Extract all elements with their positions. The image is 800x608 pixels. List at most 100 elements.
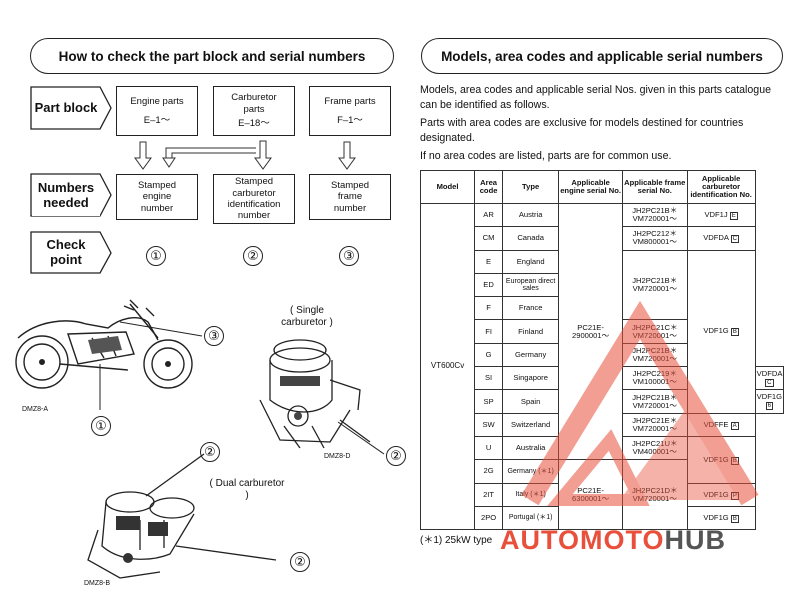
carb-id-cell: VDF1J E <box>686 202 756 228</box>
part-box-code: F–1～ <box>337 115 363 126</box>
single-carb-label: ( Single carburetor ) <box>281 305 333 328</box>
area-code-cell: U <box>474 435 504 461</box>
area-code-cell: AR <box>474 202 504 228</box>
single-carb-callout: ② <box>386 446 406 466</box>
header-engine-serial: Applicable engine serial No. <box>558 170 623 204</box>
type-cell: European direct sales <box>502 272 560 298</box>
frame-serial-cell: JH2PC21B＊ VM720001～ <box>621 389 688 414</box>
area-code-cell: SW <box>474 412 504 437</box>
dual-carb-label: ( Dual carburetor ) <box>209 478 285 501</box>
row-label-check-point: Check point <box>32 234 100 272</box>
area-code-cell: SI <box>474 366 504 391</box>
model-cell: VT600Cv <box>419 202 476 531</box>
part-box-label: Engine parts <box>130 95 184 107</box>
table-row: SI Singapore JH2PC219＊ VM100001～ VDFDA C <box>421 366 785 391</box>
part-box-code: E–1～ <box>143 115 171 126</box>
checkpoint-2: ② <box>243 246 263 266</box>
row-label-numbers-needed: Numbers needed <box>32 176 100 216</box>
part-box-frame: Frame parts F–1～ <box>309 86 391 136</box>
number-box-frame: Stamped frame number <box>309 174 391 220</box>
row-label-part-block: Part block <box>32 88 100 128</box>
type-cell: Singapore <box>502 366 560 391</box>
type-cell: Germany <box>502 342 560 368</box>
table-footnote: (＊1) 25kW type <box>420 535 493 546</box>
part-box-carburetor: Carburetor parts E–18～ <box>213 86 295 136</box>
moto-callout-3: ③ <box>204 326 224 346</box>
frame-serial-cell: JH2PC21E＊ VM720001～ <box>621 412 688 437</box>
single-carb-caption: DMZ8-D <box>324 453 351 460</box>
watermark-text: AUTOMOTOHUB <box>500 525 726 556</box>
area-code-cell: 2G <box>474 459 504 484</box>
watermark-logo-icon <box>521 300 759 506</box>
number-box-engine: Stamped engine number <box>116 174 198 220</box>
intro-paragraph-3: If no area codes are listed, parts are f… <box>420 150 672 162</box>
left-section-title: How to check the part block and serial n… <box>30 38 394 74</box>
type-cell: Spain <box>502 389 560 414</box>
number-box-label: Stamped frame number <box>330 179 370 214</box>
watermark-text-part2: HUB <box>664 525 727 555</box>
frame-serial-cell: JH2PC21B＊ VM720001～ <box>621 249 688 321</box>
header-area-code: Area code <box>474 170 504 204</box>
watermark-text-part1: AUTOMOTO <box>500 525 665 555</box>
dual-carb-caption: DMZ8-B <box>84 580 111 587</box>
carb-id-cell: VDF1G 6 <box>754 389 785 414</box>
type-cell: Switzerland <box>502 412 560 437</box>
moto-caption: DMZ8-A <box>22 406 49 413</box>
header-model: Model <box>419 170 476 204</box>
area-code-cell: 2IT <box>474 482 504 507</box>
area-code-cell: E <box>474 249 504 274</box>
table-row: F France <box>421 296 784 321</box>
table-header-row: Model Area code Type Applicable engine s… <box>419 170 784 204</box>
dual-carb-callout-top: ② <box>200 442 220 462</box>
type-cell: Austria <box>502 202 560 228</box>
flow-arrows <box>134 140 356 170</box>
serial-number-table: Model Area code Type Applicable engine s… <box>419 170 785 531</box>
area-code-cell: CM <box>474 226 504 251</box>
table-row: E England JH2PC21B＊ VM720001～ VDF1G B <box>421 249 784 414</box>
part-box-label: Carburetor parts <box>231 92 277 115</box>
intro-paragraph-1: Models, area codes and applicable serial… <box>420 84 771 111</box>
frame-serial-cell: JH2PC21U＊ VM400001～ <box>621 435 688 461</box>
frame-serial-cell: JH2PC212＊ VM800001～ <box>621 226 688 251</box>
part-box-engine: Engine parts E–1～ <box>116 86 198 136</box>
carb-id-cell: VDF1G B <box>686 505 756 531</box>
table-row: CM Canada JH2PC212＊ VM800001～ VDFDA C <box>421 226 784 251</box>
carb-id-cell: VDFDA C <box>686 226 756 251</box>
carb-id-cell: VDF1G B <box>686 249 756 414</box>
number-box-label: Stamped engine number <box>137 179 177 214</box>
motorcycle-illustration <box>15 299 193 389</box>
type-cell: England <box>502 249 560 274</box>
table-row: SP Spain JH2PC21B＊ VM720001～ VDF1G 6 <box>421 389 785 414</box>
checkpoint-1: ① <box>146 246 166 266</box>
single-carb-illustration <box>259 339 371 449</box>
intro-paragraph-2: Parts with area codes are exclusive for … <box>420 117 744 144</box>
type-cell: Canada <box>502 226 560 251</box>
table-row: VT600Cv AR Austria PC21E-2900001～ JH2PC2… <box>419 202 784 531</box>
part-box-code: E–18～ <box>238 118 270 130</box>
number-box-carburetor: Stamped carburetor identification number <box>213 174 295 224</box>
header-carb-id: Applicable carburetor identification No. <box>686 170 756 204</box>
dual-carb-illustration <box>87 453 277 579</box>
header-frame-serial: Applicable frame serial No. <box>621 170 688 204</box>
area-code-cell: SP <box>474 389 504 414</box>
area-code-cell: FI <box>474 319 504 344</box>
table-row: 2PO Portugal (＊1) VDF1G B <box>421 505 784 531</box>
frame-serial-cell: JH2PC21B＊ VM720001～ <box>621 202 688 228</box>
area-code-cell: 2PO <box>474 505 504 531</box>
type-cell: Finland <box>502 319 560 344</box>
motorcycle-callout-lines <box>99 321 203 410</box>
table-row: ED European direct sales <box>421 272 784 298</box>
carb-id-cell: VDFDA C <box>754 366 785 391</box>
number-box-label: Stamped carburetor identification number <box>227 176 281 222</box>
part-box-label: Frame parts <box>324 95 376 107</box>
dual-carb-callout-bottom: ② <box>290 552 310 572</box>
header-type: Type <box>502 170 560 204</box>
area-code-cell: ED <box>474 272 504 298</box>
type-cell: Portugal (＊1) <box>502 505 560 531</box>
checkpoint-3: ③ <box>339 246 359 266</box>
moto-callout-1: ① <box>91 416 111 436</box>
single-carb-callout-line <box>337 421 385 455</box>
type-cell: France <box>502 296 560 321</box>
right-section-title: Models, area codes and applicable serial… <box>421 38 783 74</box>
area-code-cell: G <box>474 342 504 368</box>
